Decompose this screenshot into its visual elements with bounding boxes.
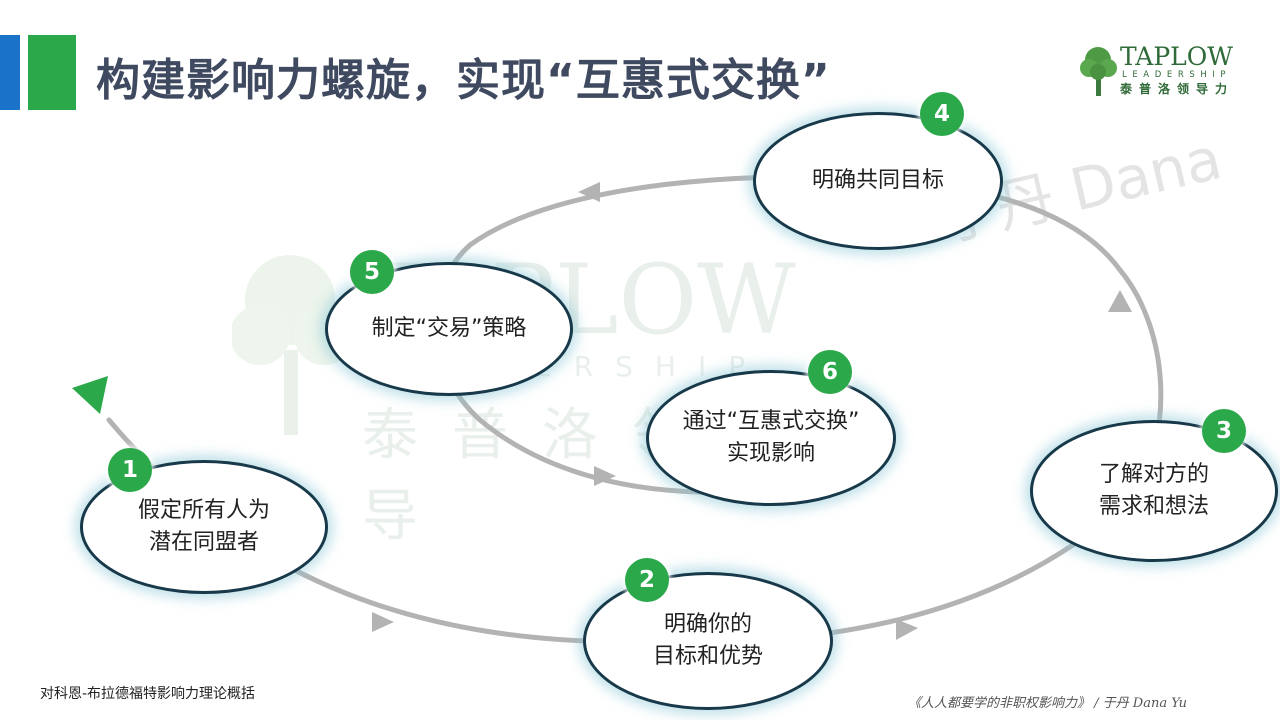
arrow-head-5-icon <box>594 466 616 486</box>
step-5-badge: 5 <box>350 250 394 294</box>
step-4-text: 明确共同目标 <box>811 168 944 193</box>
step-4-badge: 4 <box>920 92 964 136</box>
step-6-node: 通过“互惠式交换” 实现影响 <box>646 370 896 506</box>
arrow-head-1-icon <box>372 612 394 632</box>
step-1-text: 假定所有人为 潜在同盟者 <box>137 498 270 555</box>
step-3-text: 了解对方的 需求和想法 <box>1098 462 1209 519</box>
taplow-logo: TAPLOW LEADERSHIP 泰普洛领导力 <box>1078 42 1248 102</box>
step-2-badge: 2 <box>625 558 669 602</box>
step-2-text: 明确你的 目标和优势 <box>652 612 763 669</box>
start-arrow-icon <box>72 376 108 414</box>
logo-chinese-name: 泰普洛领导力 <box>1120 82 1235 96</box>
logo-subtitle: LEADERSHIP <box>1122 70 1232 80</box>
arrow-head-3-icon <box>1108 290 1132 312</box>
tree-icon <box>1080 47 1117 96</box>
logo-name: TAPLOW <box>1120 42 1233 71</box>
page-title: 构建影响力螺旋，实现“互惠式交换” <box>96 55 831 106</box>
arrow-head-4-icon <box>578 182 600 202</box>
step-6-text: 通过“互惠式交换” 实现影响 <box>682 409 860 466</box>
step-2-node: 明确你的 目标和优势 <box>583 572 833 710</box>
title-accent-bar-blue <box>0 35 20 110</box>
step-5-text: 制定“交易”策略 <box>371 316 527 341</box>
step-6-badge: 6 <box>808 350 852 394</box>
source-note: 对科恩-布拉德福特影响力理论概括 <box>40 686 256 702</box>
step-4-node: 明确共同目标 <box>753 112 1003 250</box>
step-3-badge: 3 <box>1202 409 1246 453</box>
step-1-badge: 1 <box>108 448 152 492</box>
arrow-head-2-icon <box>896 619 918 640</box>
title-accent-bar-green <box>28 35 76 110</box>
book-credit: 《人人都要学的非职权影响力》 / 于丹 Dana Yu <box>908 696 1188 711</box>
